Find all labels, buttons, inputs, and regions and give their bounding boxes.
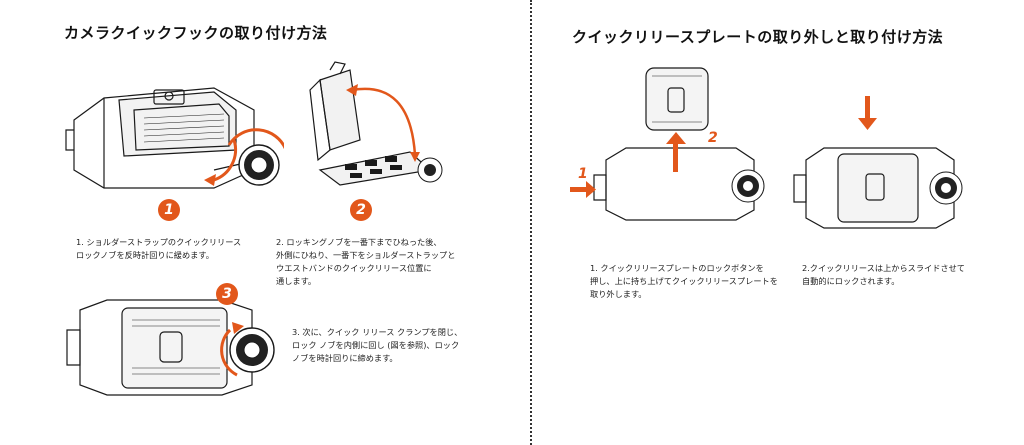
clamp-figure-3 bbox=[66, 299, 275, 396]
plate-step-text-1: 1. クイックリリースプレートのロックボタンを 押し、上に持ち上げてクイックリリ… bbox=[590, 263, 778, 299]
knob-icon bbox=[417, 157, 443, 183]
knob-icon bbox=[229, 327, 275, 373]
knob-icon bbox=[929, 171, 963, 205]
knob-icon bbox=[238, 144, 280, 186]
section-divider bbox=[530, 0, 532, 445]
right-section-title: クイックリリースプレートの取り外しと取り付け方法 bbox=[572, 28, 944, 46]
step-badge-2: 2 bbox=[350, 199, 372, 221]
step-text-2: 2. ロッキングノブを一番下までひねった後、 外側にひねり、一番下をショルダース… bbox=[276, 237, 456, 286]
step-badge-3: 3 bbox=[216, 283, 238, 305]
step-text-3: 3. 次に、クイック リリース クランプを閉じ、 ロック ノブを内側に回し (図… bbox=[292, 327, 463, 363]
plate-attach-figure bbox=[793, 96, 963, 229]
knob-icon bbox=[731, 169, 765, 203]
arrow-label-1: 1 bbox=[578, 166, 588, 182]
left-section-title: カメラクイックフックの取り付け方法 bbox=[64, 24, 328, 42]
arrow-label-2: 2 bbox=[708, 130, 718, 146]
plate-removal-figure bbox=[570, 67, 765, 221]
step-badge-1: 1 bbox=[158, 199, 180, 221]
step-text-1: 1. ショルダーストラップのクイックリリース ロックノブを反時計回りに緩めます。 bbox=[76, 237, 242, 260]
clamp-figure-2 bbox=[309, 61, 443, 186]
clamp-figure-1 bbox=[65, 87, 284, 189]
plate-step-text-2: 2.クイックリリースは上からスライドさせて 自動的にロックされます。 bbox=[802, 263, 965, 286]
